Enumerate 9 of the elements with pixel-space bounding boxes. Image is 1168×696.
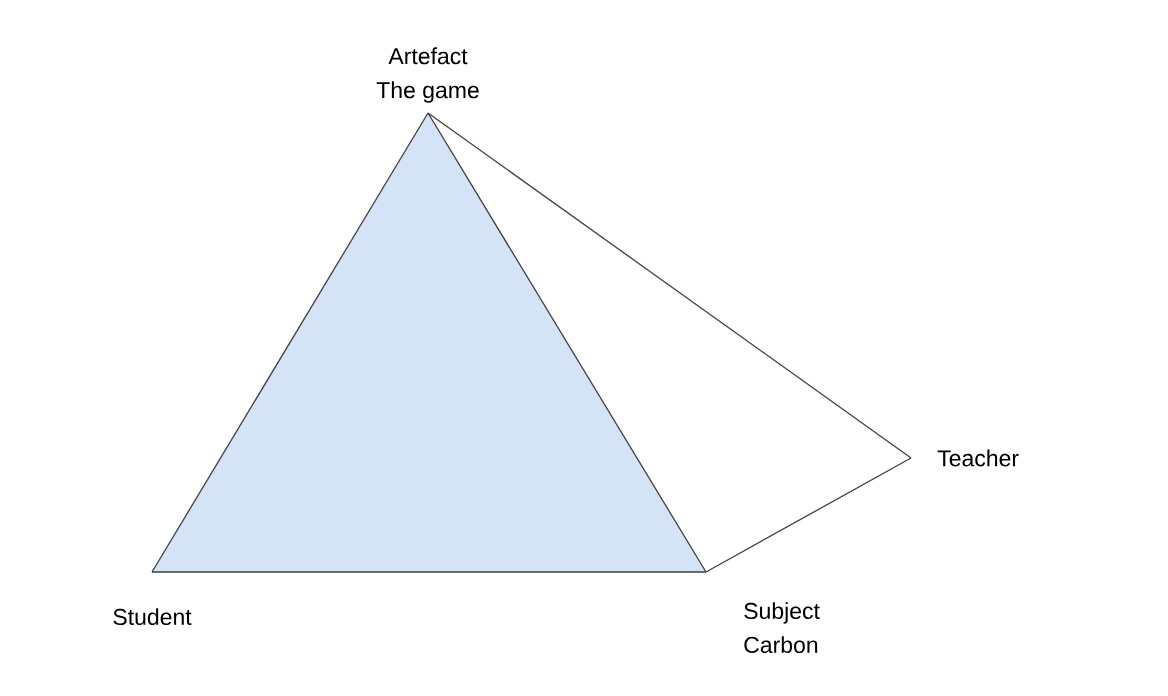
line: [427, 112, 707, 573]
line: [151, 571, 707, 573]
vertex-label: Artefact The game: [376, 47, 479, 103]
line: [427, 112, 912, 459]
line: [705, 457, 912, 573]
vertex-label: Teacher: [937, 449, 1019, 467]
line: [151, 112, 429, 573]
vertex-label: Student: [113, 608, 192, 626]
vertex-label: Subject Carbon: [744, 602, 820, 654]
